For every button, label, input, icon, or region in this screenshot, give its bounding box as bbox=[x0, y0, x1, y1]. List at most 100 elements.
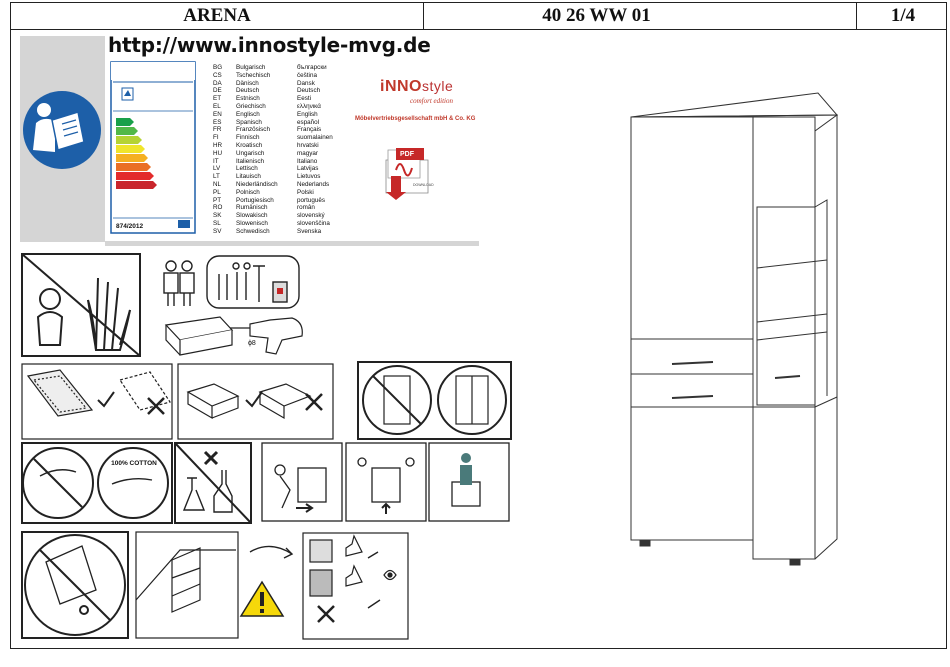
cabinet-drawing bbox=[630, 92, 839, 566]
website-url[interactable]: http://www.innostyle-mvg.de bbox=[108, 33, 431, 57]
language-name-native: português bbox=[297, 196, 326, 204]
language-name-german: Litauisch bbox=[236, 173, 261, 181]
language-name-german: Polnisch bbox=[236, 188, 260, 196]
language-name-german: Lettisch bbox=[236, 165, 258, 173]
grey-strip bbox=[105, 241, 479, 246]
wall-fixing-icon bbox=[135, 531, 294, 639]
language-name-german: Griechisch bbox=[236, 102, 266, 110]
wall-anchor-check-icon bbox=[302, 532, 409, 640]
language-code: EL bbox=[213, 102, 221, 110]
language-code: FI bbox=[213, 134, 219, 142]
language-name-german: Rumänisch bbox=[236, 204, 268, 212]
language-code: LV bbox=[213, 165, 221, 173]
drill-size-label: ϕ8 bbox=[248, 340, 256, 347]
header-bar: ARENA 40 26 WW 01 1/4 bbox=[11, 3, 946, 30]
language-name-german: Slowenisch bbox=[236, 219, 268, 227]
language-code: LT bbox=[213, 173, 220, 181]
door-adjust-icon bbox=[357, 361, 512, 440]
language-name-german: Kroatisch bbox=[236, 141, 263, 149]
instruction-sheet: ARENA 40 26 WW 01 1/4 bbox=[10, 2, 947, 649]
floor-protection-icon bbox=[21, 363, 173, 440]
no-chemicals-icon bbox=[174, 442, 252, 524]
language-code: CS bbox=[213, 71, 222, 79]
language-name-native: Dansk bbox=[297, 79, 315, 87]
language-name-native: hrvatski bbox=[297, 141, 319, 149]
language-name-native: български bbox=[297, 64, 327, 71]
language-code: NL bbox=[213, 180, 222, 188]
language-code: EN bbox=[213, 110, 222, 118]
no-children-icon bbox=[21, 253, 141, 357]
language-name-german: Schwedisch bbox=[236, 227, 270, 235]
language-name-german: Tschechisch bbox=[236, 71, 271, 79]
language-code: PL bbox=[213, 188, 221, 196]
language-name-native: ελληνικά bbox=[297, 102, 321, 110]
language-code: IT bbox=[213, 157, 219, 165]
language-name-native: român bbox=[297, 204, 315, 212]
language-name-german: Finnisch bbox=[236, 134, 260, 142]
language-name-german: Bulgarisch bbox=[236, 64, 266, 71]
cleaning-icon bbox=[21, 442, 173, 524]
read-manual-icon bbox=[23, 91, 101, 169]
language-name-german: Portugiesisch bbox=[236, 196, 274, 204]
energy-label-code: 874/2012 bbox=[116, 223, 144, 230]
language-name-native: Polski bbox=[297, 188, 314, 196]
pdf-download-label[interactable]: DOWNLOAD bbox=[413, 183, 434, 187]
warning-icon bbox=[239, 580, 285, 617]
language-name-german: Estnisch bbox=[236, 95, 260, 103]
language-code: SK bbox=[213, 212, 222, 220]
language-name-native: Italiano bbox=[297, 157, 318, 165]
eye-icon bbox=[383, 569, 397, 581]
energy-label-icon bbox=[110, 61, 196, 234]
language-code: SL bbox=[213, 219, 221, 227]
company-name: Möbelvertriebsgesellschaft mbH & Co. KG bbox=[355, 116, 476, 122]
language-name-native: Deutsch bbox=[297, 87, 321, 95]
language-name-german: Niederländisch bbox=[236, 180, 278, 188]
product-title: ARENA bbox=[183, 5, 251, 26]
language-name-native: Nederlands bbox=[297, 180, 330, 188]
language-code: ET bbox=[213, 95, 222, 103]
move-cabinet-icons bbox=[261, 442, 510, 522]
language-name-native: suomalainen bbox=[297, 134, 333, 142]
assembly-surface-icon bbox=[177, 363, 334, 440]
language-name-german: Deutsch bbox=[236, 87, 260, 95]
language-name-native: Eesti bbox=[297, 95, 311, 103]
language-code: FR bbox=[213, 126, 222, 134]
page-number: 1/4 bbox=[856, 3, 949, 29]
language-name-native: Latvijas bbox=[297, 165, 319, 173]
brand-logo: iNNOstyle bbox=[380, 78, 453, 96]
product-code: 40 26 WW 01 bbox=[423, 3, 769, 29]
language-code: PT bbox=[213, 196, 222, 204]
language-code: HR bbox=[213, 141, 223, 149]
language-name-native: Lietuvos bbox=[297, 173, 321, 181]
language-code: ES bbox=[213, 118, 222, 126]
language-code: DE bbox=[213, 87, 222, 95]
logo-main: iNNO bbox=[380, 78, 422, 95]
language-name-german: Englisch bbox=[236, 110, 260, 118]
language-name-german: Französisch bbox=[236, 126, 270, 134]
language-code: SV bbox=[213, 227, 222, 235]
tipping-warning-icon bbox=[21, 531, 129, 639]
language-code: RO bbox=[213, 204, 223, 212]
language-name-native: slovenský bbox=[297, 212, 325, 220]
cotton-label: 100% COTTON bbox=[111, 460, 157, 467]
language-name-native: español bbox=[297, 118, 320, 126]
pdf-label[interactable]: PDF bbox=[400, 151, 414, 158]
language-code: BG bbox=[213, 64, 223, 71]
language-name-native: magyar bbox=[297, 149, 318, 157]
language-name-native: Français bbox=[297, 126, 322, 134]
language-name-native: Svenska bbox=[297, 227, 322, 235]
language-name-german: Spanisch bbox=[236, 118, 262, 126]
language-name-native: English bbox=[297, 110, 318, 118]
language-name-german: Italienisch bbox=[236, 157, 265, 165]
language-name-german: Ungarisch bbox=[236, 149, 265, 157]
tools-icon bbox=[206, 255, 300, 309]
logo-tagline: comfort edition bbox=[410, 97, 453, 105]
toolbox-drill-icon bbox=[164, 316, 303, 356]
language-name-german: Slowakisch bbox=[236, 212, 268, 220]
language-code: DA bbox=[213, 79, 222, 87]
language-name-german: Dänisch bbox=[236, 79, 259, 87]
language-name-native: čeština bbox=[297, 71, 317, 79]
